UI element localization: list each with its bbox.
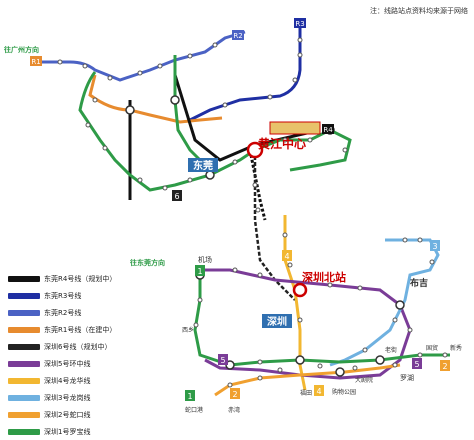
shenzhen-box-icon	[262, 314, 292, 328]
svg-text:布吉: 布吉	[409, 277, 428, 289]
huangjiang-interchange-icon[interactable]	[246, 141, 264, 159]
interchange-icon[interactable]	[170, 95, 180, 105]
legend-item: 东莞R1号线（在建中）	[8, 321, 136, 338]
svg-text:往广州方向: 往广州方向	[4, 45, 39, 54]
line3-badge-icon	[430, 240, 440, 251]
station-dots	[57, 37, 448, 388]
legend-swatch-icon	[8, 292, 40, 299]
svg-text:深圳: 深圳	[267, 315, 287, 328]
legend-item: 深圳6号线（规划中）	[8, 338, 136, 355]
svg-text:黄江中心: 黄江中心	[258, 136, 306, 151]
legend-swatch-icon	[8, 326, 40, 333]
svg-text:往东莞方向: 往东莞方向	[130, 258, 165, 267]
line1-badge-icon	[195, 265, 205, 276]
line-badges: R1 R2 R3 R4 6 4 1 5 5 3 2 4 1	[30, 18, 450, 401]
svg-text:6: 6	[174, 192, 179, 201]
legend-swatch-icon	[8, 275, 40, 282]
legend-item: 深圳3号龙岗线	[8, 389, 136, 406]
line5-badge-icon	[412, 358, 422, 369]
svg-text:1: 1	[187, 392, 192, 401]
shenzhen-6-line	[253, 150, 296, 301]
shenzhen-north-interchange-icon[interactable]	[292, 282, 308, 298]
svg-text:2: 2	[232, 390, 237, 399]
svg-text:新秀: 新秀	[450, 344, 462, 352]
svg-text:1: 1	[197, 267, 202, 276]
r2-badge-icon	[232, 30, 244, 40]
interchange-icon[interactable]	[125, 105, 135, 115]
line1-badge-icon	[185, 390, 195, 401]
legend: 东莞R4号线（规划中） 东莞R3号线 东莞R2号线 东莞R1号线（在建中） 深圳…	[8, 270, 136, 440]
svg-text:5: 5	[220, 356, 225, 365]
svg-text:国贸: 国贸	[426, 344, 438, 352]
legend-swatch-icon	[8, 394, 40, 401]
svg-text:2: 2	[442, 362, 447, 371]
r3-badge-icon	[294, 18, 306, 28]
svg-text:罗湖: 罗湖	[400, 373, 414, 382]
line4-badge-icon	[314, 385, 324, 396]
svg-text:大剧院: 大剧院	[355, 376, 373, 384]
svg-text:购物公园: 购物公园	[332, 388, 356, 396]
legend-item: 东莞R4号线（规划中）	[8, 270, 136, 287]
dongguan-r1-line	[88, 74, 223, 124]
interchange-icon[interactable]	[395, 300, 405, 310]
svg-text:福田: 福田	[300, 389, 312, 397]
source-note: 注：线路站点资料均来源于网络	[370, 7, 468, 15]
dongguan-r2-line	[40, 30, 246, 82]
shenzhen-3-line	[329, 238, 440, 367]
legend-item: 深圳5号环中线	[8, 355, 136, 372]
r4-badge-icon	[322, 124, 334, 134]
line4-badge-icon	[282, 250, 292, 261]
svg-text:东莞: 东莞	[193, 159, 213, 172]
area-labels: 往广州方向 黄江中心 东莞 深圳北站 往东莞方向 深圳 布吉 机场 罗湖 蛇口港…	[4, 45, 462, 414]
svg-text:R3: R3	[295, 20, 304, 28]
legend-swatch-icon	[8, 343, 40, 350]
line6-badge-icon	[172, 190, 182, 201]
svg-text:赤湾: 赤湾	[228, 406, 240, 414]
svg-text:3: 3	[432, 242, 437, 251]
legend-swatch-icon	[8, 309, 40, 316]
dongguan-r3-line	[189, 28, 302, 122]
line2-badge-icon	[230, 388, 240, 399]
interchange-icon[interactable]	[205, 170, 215, 180]
legend-item: 东莞R2号线	[8, 304, 136, 321]
r1-badge-icon	[30, 56, 42, 66]
svg-text:R2: R2	[233, 32, 242, 40]
legend-swatch-icon	[8, 411, 40, 418]
svg-text:蛇口港: 蛇口港	[185, 406, 203, 414]
svg-text:4: 4	[316, 387, 321, 396]
legend-swatch-icon	[8, 360, 40, 367]
shenzhen-5-line	[200, 268, 412, 380]
svg-text:4: 4	[284, 252, 289, 261]
legend-swatch-icon	[8, 377, 40, 384]
legend-item: 东莞R3号线	[8, 287, 136, 304]
svg-text:深圳北站: 深圳北站	[302, 270, 346, 284]
interchange-icon[interactable]	[335, 367, 345, 377]
dongguan-box-icon	[188, 158, 218, 172]
line2-badge-icon	[440, 360, 450, 371]
line5-badge-icon	[218, 354, 228, 365]
interchange-icon[interactable]	[375, 355, 385, 365]
legend-item: 深圳2号蛇口线	[8, 406, 136, 423]
svg-text:西乡: 西乡	[182, 327, 194, 334]
svg-text:R4: R4	[323, 126, 333, 134]
legend-item: 深圳4号龙华线	[8, 372, 136, 389]
huangjiang-center-pill	[269, 121, 321, 135]
svg-text:5: 5	[414, 360, 419, 369]
interchange-icon[interactable]	[295, 355, 305, 365]
svg-text:机场: 机场	[198, 255, 212, 264]
svg-text:R1: R1	[31, 58, 40, 66]
svg-text:老街: 老街	[385, 346, 397, 354]
